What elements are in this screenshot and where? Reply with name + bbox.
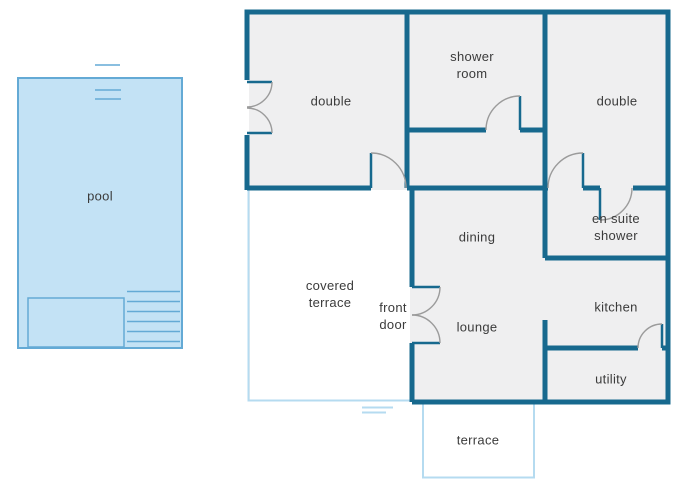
room-label-bedroom-right: double [596,93,638,109]
door-swings [246,80,664,349]
door-symbol-en-suite [598,187,633,221]
door-symbol-front-door [411,285,441,345]
room-floor-fills [249,14,666,401]
room-label-dining: dining [458,229,496,245]
covered-terrace-outline [247,190,411,414]
house-walls [244,9,671,405]
pool-basin [17,77,183,349]
room-label-lounge: lounge [456,319,498,335]
room-label-terrace: terrace [456,432,500,448]
pool-area [17,64,183,349]
door-symbol-shower-room [485,95,522,131]
door-symbol-bedroom-left [369,152,407,189]
french-window-symbol [246,80,273,135]
room-label-covered-terrace: covered terrace [305,278,355,310]
room-label-bedroom-left: double [310,93,352,109]
room-label-shower-room: shower room [450,49,494,81]
room-label-pool: pool [87,188,113,204]
pool-shallow-section [27,297,125,348]
room-label-en-suite: en suite shower [592,211,640,243]
room-label-kitchen: kitchen [594,299,638,315]
door-symbol-bedroom-right [547,152,585,189]
door-symbol-utility [637,323,664,349]
room-label-utility: utility [595,371,627,387]
pool-steps [127,290,180,343]
room-label-front-door: front door [379,300,407,332]
